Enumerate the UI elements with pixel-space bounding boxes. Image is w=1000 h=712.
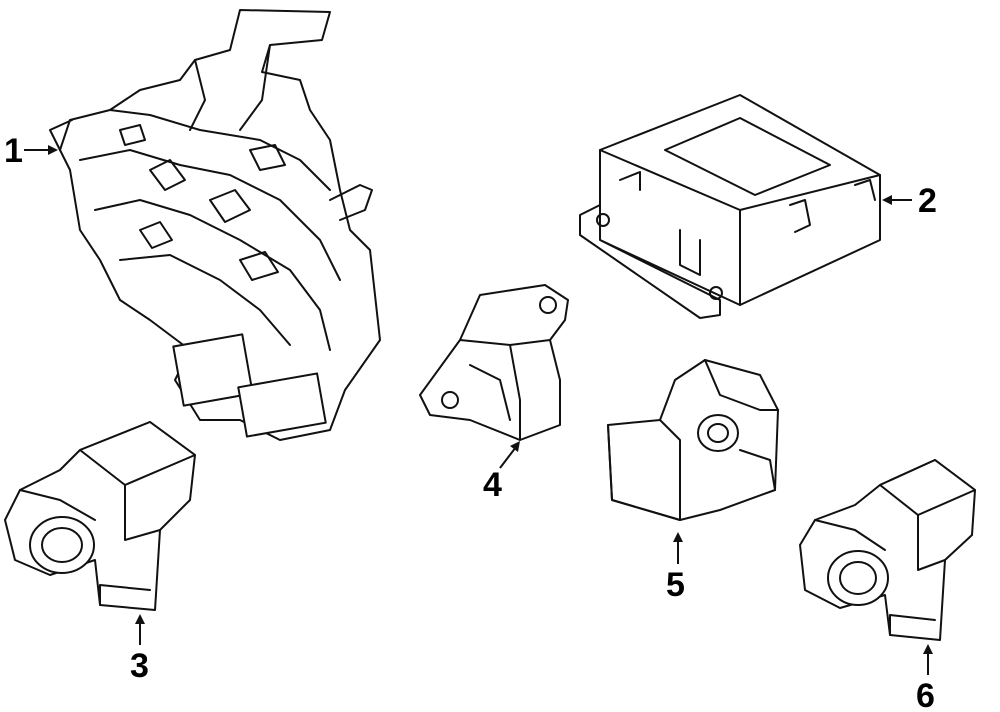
part-1-clockspring[interactable] bbox=[49, 9, 381, 441]
callout-label-2: 2 bbox=[918, 182, 937, 220]
part-4-bracket-sensor[interactable] bbox=[419, 284, 569, 441]
arrowhead-4 bbox=[510, 441, 520, 452]
arrowhead-6 bbox=[923, 644, 933, 654]
part-5-side-sensor[interactable] bbox=[607, 359, 779, 521]
part-3-impact-sensor[interactable] bbox=[4, 421, 196, 611]
part-6-impact-sensor[interactable] bbox=[799, 459, 976, 641]
arrow-4 bbox=[499, 446, 517, 469]
arrowhead-1 bbox=[48, 145, 58, 155]
arrowhead-5 bbox=[673, 532, 683, 542]
callout-label-1: 1 bbox=[4, 132, 23, 170]
callout-label-3: 3 bbox=[130, 647, 149, 685]
callout-label-4: 4 bbox=[483, 466, 502, 504]
part-2-control-module[interactable] bbox=[579, 94, 881, 319]
arrowhead-2 bbox=[882, 195, 892, 205]
callout-label-5: 5 bbox=[666, 566, 685, 604]
callout-label-6: 6 bbox=[916, 677, 935, 712]
arrowhead-3 bbox=[135, 614, 145, 624]
callout-arrows bbox=[24, 145, 933, 675]
